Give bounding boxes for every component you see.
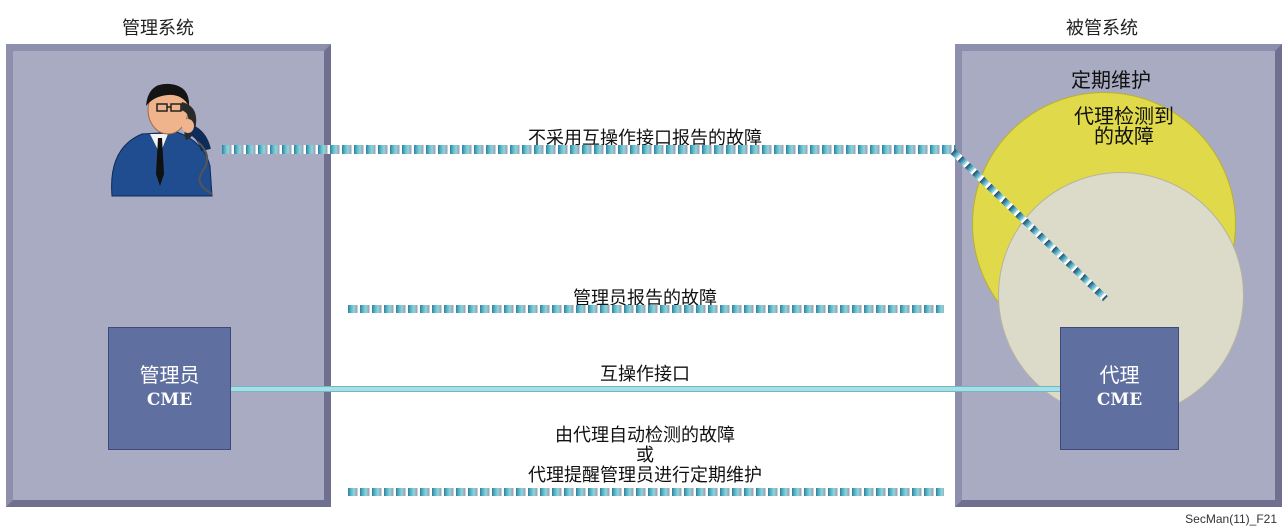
agent-cme-label: 代理	[1099, 363, 1140, 387]
manager-reported-fault-label: 管理员报告的故障	[573, 288, 717, 309]
interop-interface-line	[231, 386, 1060, 392]
interop-interface-label: 互操作接口	[600, 364, 690, 385]
auto-detected-line1: 由代理自动检测的故障	[555, 425, 735, 446]
auto-detected-label: 由代理自动检测的故障 或 代理提醒管理员进行定期维护	[460, 426, 830, 486]
non-interop-fault-line	[222, 145, 956, 154]
manager-cme-label: 管理员	[139, 363, 200, 387]
agent-detected-line1: 代理检测到	[1074, 104, 1174, 128]
figure-id: SecMan(11)_F21	[1185, 512, 1277, 526]
agent-cme-box: 代理 CME	[1060, 327, 1179, 450]
agent-detected-line2: 的故障	[1094, 124, 1154, 148]
agent-cme-code: CME	[1096, 390, 1143, 410]
auto-detected-line3: 代理提醒管理员进行定期维护	[528, 465, 762, 486]
auto-detected-line2: 或	[636, 445, 654, 466]
manager-reported-fault-line	[348, 305, 944, 313]
periodic-maintenance-label: 定期维护	[1071, 68, 1151, 92]
person-on-phone-icon	[111, 83, 213, 197]
agent-detected-label: 代理检测到 的故障	[1058, 106, 1190, 146]
manager-cme-code: CME	[146, 390, 193, 410]
left-system-title: 管理系统	[122, 18, 194, 39]
auto-detected-line	[348, 488, 944, 496]
manager-cme-box: 管理员 CME	[108, 327, 231, 450]
right-system-title: 被管系统	[1066, 18, 1138, 39]
non-interop-fault-label: 不采用互操作接口报告的故障	[528, 128, 762, 149]
